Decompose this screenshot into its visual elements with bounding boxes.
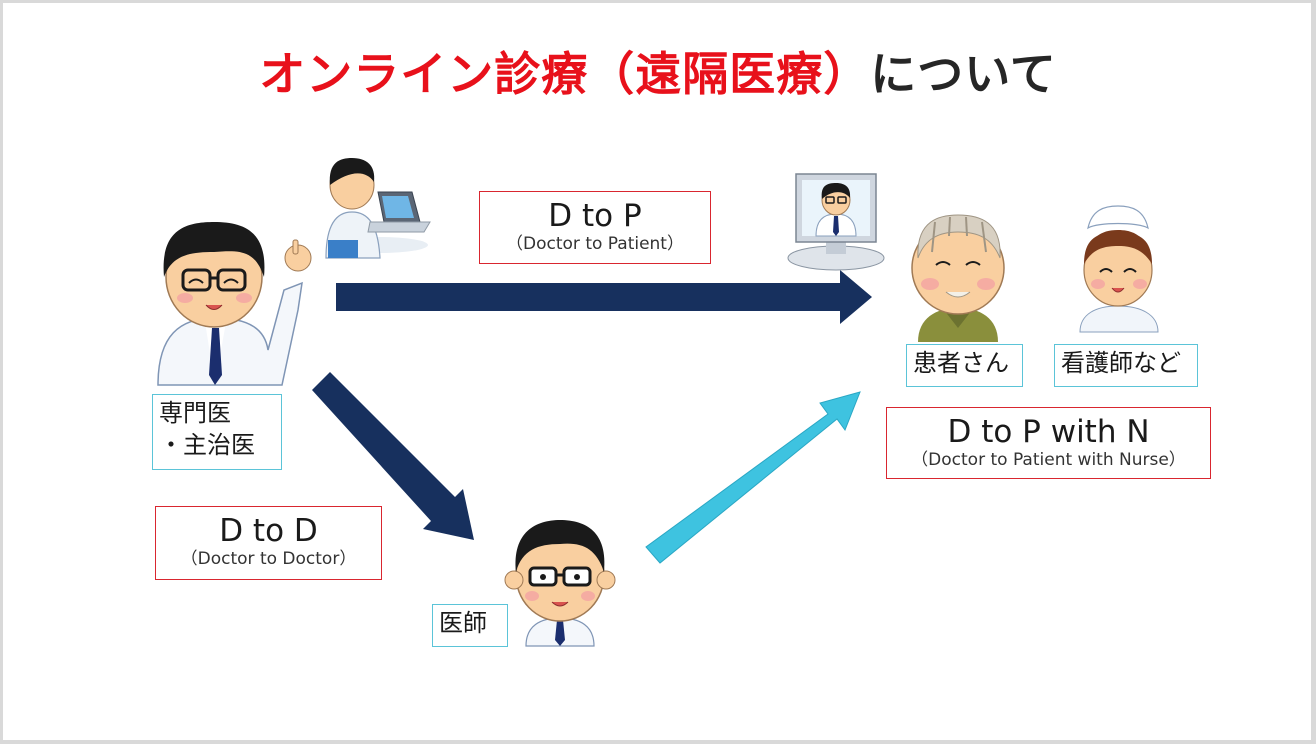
doctor-laptop-icon bbox=[325, 158, 431, 259]
doctor-label: 医師 bbox=[439, 609, 487, 637]
specialist-label-line1: 専門医 bbox=[159, 399, 231, 427]
dtod-box: D to D （Doctor to Doctor） bbox=[155, 506, 382, 580]
dtod-label: D to D bbox=[219, 513, 318, 549]
dtop-label: D to P bbox=[548, 198, 642, 234]
specialist-label-line2: ・主治医 bbox=[159, 431, 255, 459]
dtop-sublabel: （Doctor to Patient） bbox=[506, 234, 684, 254]
dtop-box: D to P （Doctor to Patient） bbox=[479, 191, 711, 264]
video-call-monitor-icon bbox=[787, 173, 885, 271]
specialist-doctor-icon bbox=[157, 222, 312, 386]
nurse-label-box: 看護師など bbox=[1054, 344, 1198, 387]
doctor-label-box: 医師 bbox=[432, 604, 508, 647]
local-doctor-icon bbox=[504, 520, 616, 647]
arrow-dtod bbox=[312, 372, 474, 540]
dtopn-sublabel: （Doctor to Patient with Nurse） bbox=[911, 450, 1186, 470]
arrow-dtop bbox=[336, 270, 872, 324]
nurse-label: 看護師など bbox=[1061, 349, 1181, 377]
dtopn-label: D to P with N bbox=[947, 414, 1150, 450]
patient-label-box: 患者さん bbox=[906, 344, 1023, 387]
specialist-label-box: 専門医 ・主治医 bbox=[152, 394, 282, 470]
dtopn-box: D to P with N （Doctor to Patient with Nu… bbox=[886, 407, 1211, 479]
arrow-dtopn bbox=[645, 391, 861, 564]
elderly-patient-icon bbox=[911, 214, 1005, 342]
patient-label: 患者さん bbox=[913, 349, 1009, 377]
page-title: オンライン診療（遠隔医療）について bbox=[0, 38, 1316, 104]
title-black-part: について bbox=[870, 47, 1057, 101]
nurse-icon bbox=[1079, 205, 1159, 333]
title-red-part: オンライン診療（遠隔医療） bbox=[259, 47, 871, 101]
dtod-sublabel: （Doctor to Doctor） bbox=[180, 549, 357, 569]
